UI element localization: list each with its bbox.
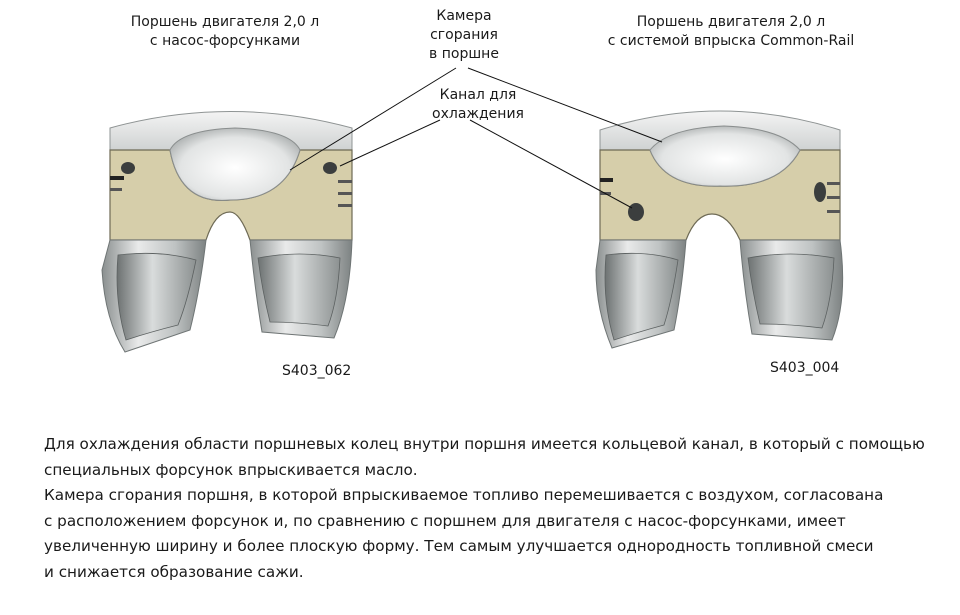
piston-left-ring-groove [338,180,352,183]
combustion-chamber-label: Камера сгорания в поршне [420,7,508,64]
piston-left-pin-bore [257,253,341,327]
cooling-channel-label-line: охлаждения [432,106,524,122]
leader-lines [289,67,663,209]
piston-left-bowl [169,127,301,201]
cooling-channel-label: Канал для охлаждения [418,86,538,124]
figure-code-left: S403_062 [282,363,352,379]
piston-right [595,110,844,349]
piston-right-ring-groove [827,196,840,199]
piston-left-cooling-channel [323,162,337,174]
leader-line-channel-left [339,119,441,167]
cooling-channel-label-line: Канал для [439,87,517,103]
left-piston-title-line: Поршень двигателя 2,0 л [130,14,320,30]
piston-left [101,111,353,353]
piston-left-cooling-channel [121,162,135,174]
right-piston-title: Поршень двигателя 2,0 л с системой впрыс… [586,13,876,51]
piston-diagram [101,67,844,353]
piston-left-ring-groove [338,204,352,207]
left-piston-title: Поршень двигателя 2,0 л с насос-форсунка… [95,13,355,51]
description-line: специальных форсунок впрыскивается масло… [44,460,418,479]
piston-right-ring-groove [827,182,840,185]
description-text: Для охлаждения области поршневых колец в… [44,432,944,586]
piston-right-pin-bore [604,252,679,341]
piston-left-pin-bore [116,252,197,341]
leader-line-chamber-left [289,67,457,171]
figure-code-right: S403_004 [770,360,840,376]
piston-right-pin-bore [747,253,835,329]
right-piston-title-line: Поршень двигателя 2,0 л [636,14,826,30]
right-piston-title-line: с системой впрыска Common-Rail [607,33,855,49]
piston-right-cooling-channel [814,182,826,202]
description-line: с расположением форсунок и, по сравнению… [44,511,846,530]
piston-right-ring-groove [827,210,840,213]
combustion-chamber-label-line: в поршне [429,46,499,62]
leader-line-chamber-right [467,67,663,143]
description-line: увеличенную ширину и более плоскую форму… [44,537,874,556]
leader-line-channel-right [469,119,633,209]
piston-left-ring-groove [110,176,124,180]
piston-left-ring-groove [338,192,352,195]
combustion-chamber-label-line: Камера [436,8,492,24]
left-piston-title-line: с насос-форсунками [149,33,301,49]
piston-right-cooling-channel [628,203,644,221]
piston-left-ring-groove [110,188,122,191]
description-line: Камера сгорания поршня, в которой впрыск… [44,486,884,505]
combustion-chamber-label-line: сгорания [430,27,498,43]
piston-right-bowl [649,125,801,187]
description-line: и снижается образование сажи. [44,562,304,581]
description-line: Для охлаждения области поршневых колец в… [44,435,925,453]
piston-right-ring-groove [600,178,613,182]
